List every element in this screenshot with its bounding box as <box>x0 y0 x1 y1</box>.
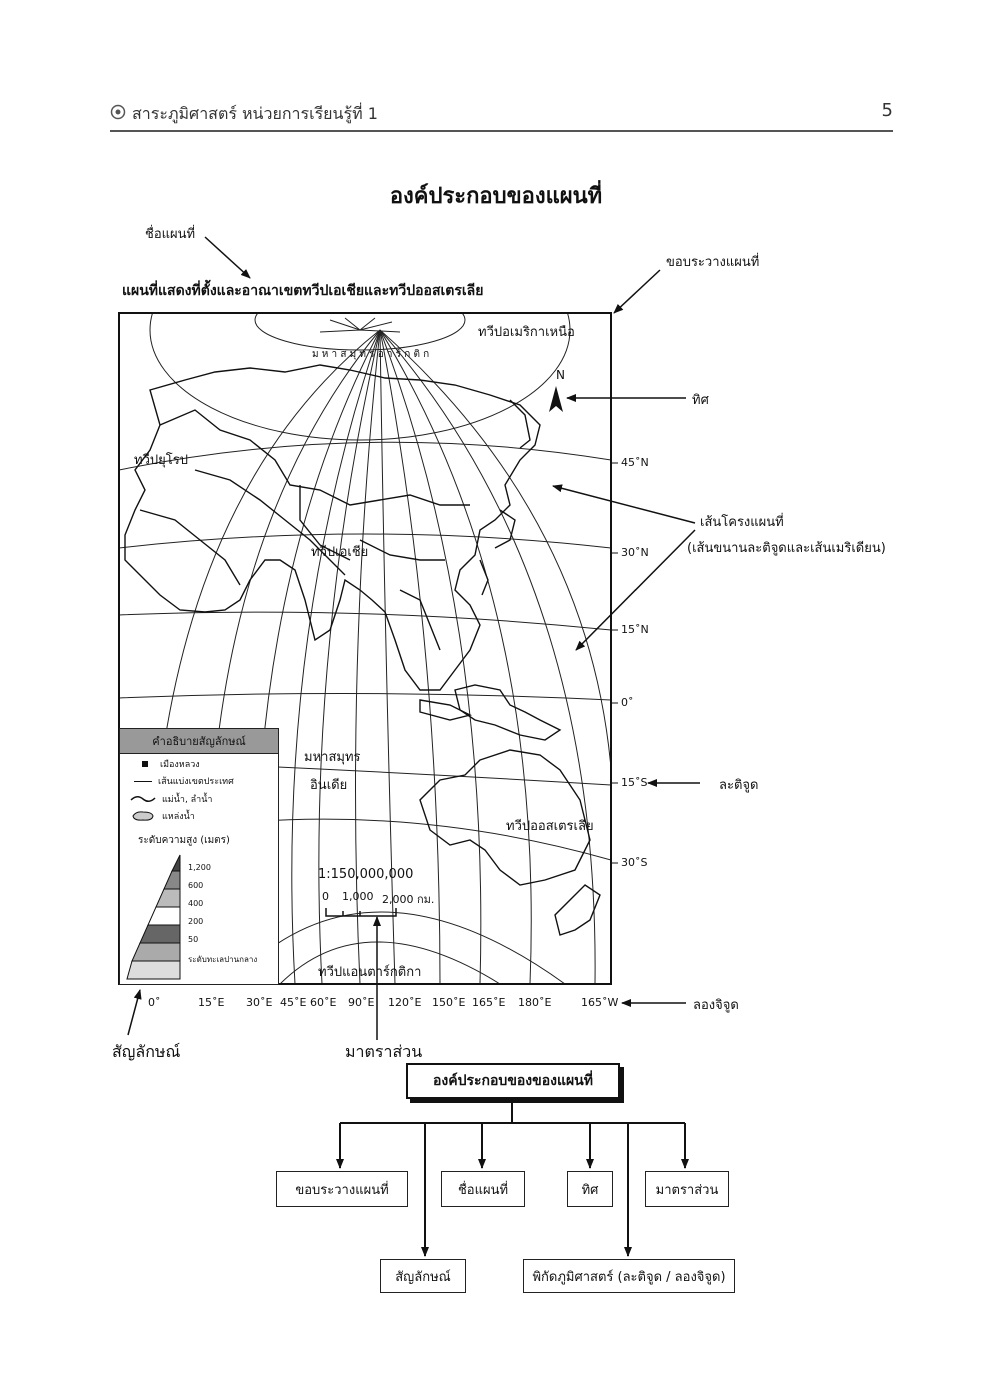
elevation-level: 400 <box>188 899 204 908</box>
place-arctic-ocean: ม ห า ส มุ ท ร อ า ร์ ก ติ ก <box>312 349 430 360</box>
place-australia: ทวีปออสเตรเลีย <box>506 819 594 834</box>
place-north-america: ทวีปอเมริกาเหนือ <box>478 325 575 340</box>
diagram-box-scale: มาตราส่วน <box>645 1171 729 1207</box>
legend-item-water: แหล่งน้ำ <box>124 809 195 823</box>
scale-bar-2000: 2,000 กม. <box>382 893 435 906</box>
callout-latitude: ละติจูด <box>719 778 759 793</box>
flower-icon <box>110 104 126 120</box>
lon-tick: 15˚E <box>198 996 225 1009</box>
page-number: 5 <box>881 100 893 121</box>
land-outlines <box>124 364 601 936</box>
elevation-triangle <box>126 854 181 980</box>
legend-item-capital: เมืองหลวง <box>124 757 200 771</box>
lat-tick: 15˚N <box>621 623 649 636</box>
lon-tick: 60˚E <box>310 996 337 1009</box>
scale-ratio: 1:150,000,000 <box>318 867 414 882</box>
elevation-level: 200 <box>188 917 204 926</box>
scale-bar-0: 0 <box>322 890 329 903</box>
north-arrow-icon <box>549 386 563 412</box>
diagram-box-border: ขอบระวางแผนที่ <box>276 1171 408 1207</box>
place-indian-ocean-2: อินเดีย <box>310 778 348 793</box>
river-icon <box>130 796 156 802</box>
line-icon <box>134 780 152 782</box>
lon-tick: 90˚E <box>348 996 375 1009</box>
square-icon <box>142 761 148 767</box>
map-legend: คำอธิบายสัญลักษณ์ เมืองหลวง เส้นแบ่งเขตป… <box>119 728 279 985</box>
lat-tick: 45˚N <box>621 456 649 469</box>
scale-bar-1000: 1,000 <box>342 890 374 903</box>
callout-border: ขอบระวางแผนที่ <box>666 255 760 270</box>
diagram-box-direction: ทิศ <box>567 1171 613 1207</box>
lat-tick: 15˚S <box>621 776 648 789</box>
lat-tick: 30˚N <box>621 546 649 559</box>
scale-bar <box>325 908 397 917</box>
lat-tick: 0˚ <box>621 696 634 709</box>
diagram-box-coordinates: พิกัดภูมิศาสตร์ (ละติจูด / ลองจิจูด) <box>523 1259 735 1293</box>
callout-map-name: ชื่อแผนที่ <box>145 227 196 242</box>
elevation-level: 1,200 <box>188 863 211 872</box>
place-indian-ocean-1: มหาสมุทร <box>304 750 361 765</box>
lon-tick: 30˚E <box>246 996 273 1009</box>
legend-title: คำอธิบายสัญลักษณ์ <box>120 729 278 754</box>
place-europe: ทวีปยุโรป <box>134 453 188 468</box>
legend-item-border: เส้นแบ่งเขตประเทศ <box>124 774 234 788</box>
callout-longitude: ลองจิจูด <box>693 998 739 1013</box>
callout-grid-line: เส้นโครงแผนที่ <box>700 515 784 530</box>
callout-direction: ทิศ <box>692 393 709 408</box>
diagram-root: องค์ประกอบของของแผนที่ <box>406 1063 620 1099</box>
header-title: สาระภูมิศาสตร์ หน่วยการเรียนรู้ที่ 1 <box>132 104 378 123</box>
elevation-level: ระดับทะเลปานกลาง <box>188 955 258 964</box>
elevation-level: 600 <box>188 881 204 890</box>
elevation-level: 50 <box>188 935 199 944</box>
graticule <box>119 313 611 984</box>
page-title: องค์ประกอบของแผนที่ <box>389 184 603 209</box>
lon-tick: 180˚E <box>518 996 552 1009</box>
callout-scale: มาตราส่วน <box>345 1042 423 1061</box>
lat-tick: 30˚S <box>621 856 648 869</box>
diagram-box-map-name: ชื่อแผนที่ <box>441 1171 525 1207</box>
water-body-icon <box>132 811 154 821</box>
legend-elevation-title: ระดับความสูง (เมตร) <box>138 835 230 846</box>
map-title: แผนที่แสดงที่ตั้งและอาณาเขตทวีปเอเชียและ… <box>122 283 484 299</box>
page-header: สาระภูมิศาสตร์ หน่วยการเรียนรู้ที่ 1 5 <box>110 100 893 132</box>
place-asia: ทวีปเอเชีย <box>311 545 369 560</box>
callout-grid-line-detail: (เส้นขนานละติจูดและเส้นเมริเดียน) <box>687 541 886 556</box>
lon-tick: 150˚E <box>432 996 466 1009</box>
lon-tick: 120˚E <box>388 996 422 1009</box>
lon-tick: 165˚E <box>472 996 506 1009</box>
north-arrow-label: N <box>556 368 565 382</box>
lon-tick: 0˚ <box>148 996 161 1009</box>
diagram-box-symbol: สัญลักษณ์ <box>380 1259 466 1293</box>
lon-tick: 165˚W <box>581 996 619 1009</box>
lon-tick: 45˚E <box>280 996 307 1009</box>
callout-symbol: สัญลักษณ์ <box>112 1042 181 1061</box>
map-border <box>118 312 612 985</box>
legend-item-river: แม่น้ำ, ลำน้ำ <box>124 792 212 806</box>
place-antarctica: ทวีปแอนตาร์กติกา <box>318 965 422 980</box>
